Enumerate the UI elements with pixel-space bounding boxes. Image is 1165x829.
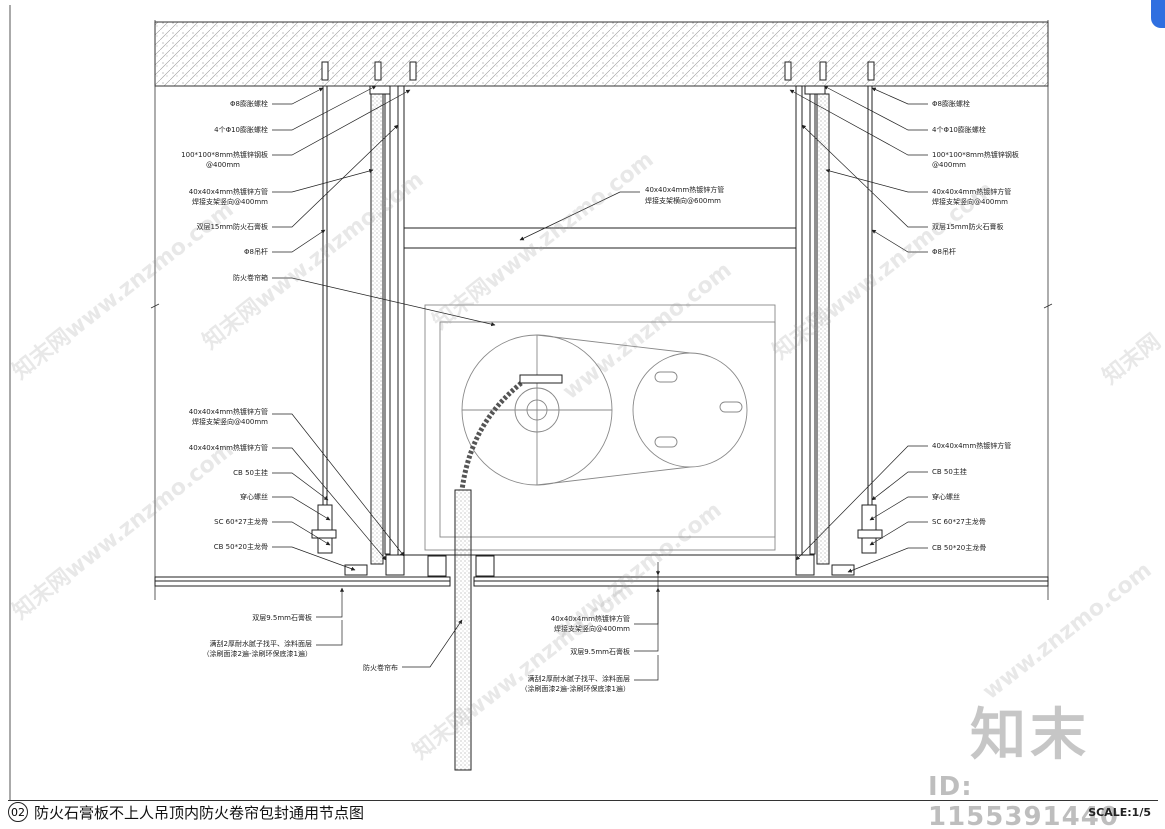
label-l-5: 焊接支架竖向@400mm — [192, 197, 268, 206]
label-l-4: 40x40x4mm热镀锌方管 — [189, 187, 268, 196]
label-r-1: 4个Φ10膨胀螺栓 — [932, 125, 986, 134]
drawing-title: 防火石膏板不上人吊顶内防火卷帘包封通用节点图 — [34, 803, 365, 822]
label-r-10: 穿心螺丝 — [932, 492, 960, 501]
center-top-labels: 40x40x4mm热镀锌方管 焊接支架横向@600mm — [645, 185, 724, 205]
watermark-7: www.znzmo.com — [548, 498, 726, 645]
horizontal-support-tube — [403, 227, 797, 249]
label-l-12: CB 50主挂 — [233, 468, 268, 477]
label-r-7: Φ8吊杆 — [932, 247, 956, 256]
label-l-7: Φ8吊杆 — [244, 247, 268, 256]
label-bc-3: 满刮2厚耐水腻子找平、涂料面层 — [528, 674, 630, 683]
label-bl-0: 双层9.5mm石膏板 — [252, 613, 312, 622]
watermark-id: ID: 1155391440 — [928, 772, 1119, 829]
label-r-12: CB 50*20主龙骨 — [932, 543, 986, 552]
label-r-5: 焊接支架竖向@400mm — [932, 197, 1008, 206]
ceiling-boards — [154, 554, 1049, 587]
title-bar: 02 防火石膏板不上人吊顶内防火卷帘包封通用节点图 — [8, 800, 1158, 823]
curtain-fabric — [454, 374, 563, 771]
label-bc-2: 双层9.5mm石膏板 — [570, 647, 630, 656]
right-wall-assembly — [795, 85, 830, 576]
shutter-box — [424, 304, 776, 551]
concrete-slab — [154, 21, 1049, 87]
label-l-8: 防火卷帘箱 — [233, 273, 268, 282]
label-bc-0: 40x40x4mm热镀锌方管 — [551, 614, 630, 623]
label-r-8: 40x40x4mm热镀锌方管 — [932, 441, 1011, 450]
right-labels: Φ8膨胀螺栓 4个Φ10膨胀螺栓 100*100*8mm热镀锌钢板 @400mm… — [932, 99, 1019, 552]
label-bc-4: （涂刷面漆2遍-涂刷环保底漆1遍） — [521, 684, 630, 693]
left-labels: Φ8膨胀螺栓 4个Φ10膨胀螺栓 100*100*8mm热镀锌钢板 @400mm… — [181, 99, 268, 551]
label-l-14: SC 60*27主龙骨 — [214, 517, 268, 526]
label-l-2: 100*100*8mm热镀锌钢板 — [181, 150, 268, 159]
watermark-3: www.znzmo.com — [558, 258, 736, 405]
label-bl-2: （涂刷面漆2遍-涂刷环保底漆1遍） — [203, 649, 312, 658]
label-r-3: @400mm — [932, 161, 966, 169]
label-r-6: 双层15mm防火石膏板 — [932, 222, 1004, 231]
brand-logo: 知末 — [970, 703, 1090, 768]
label-bl-3: 防火卷帘布 — [363, 663, 398, 672]
label-l-0: Φ8膨胀螺栓 — [230, 99, 268, 108]
label-bl-1: 满刮2厚耐水腻子找平、涂料面层 — [210, 639, 312, 648]
label-l-10: 焊接支架竖向@400mm — [192, 417, 268, 426]
label-r-0: Φ8膨胀螺栓 — [932, 99, 970, 108]
anchor-bolts — [321, 61, 875, 81]
label-r-2: 100*100*8mm热镀锌钢板 — [932, 150, 1019, 159]
drawing-number: 02 — [8, 802, 28, 822]
hanger-rods — [322, 86, 873, 510]
label-l-6: 双层15mm防火石膏板 — [196, 222, 268, 231]
label-l-11: 40x40x4mm热镀锌方管 — [189, 443, 268, 452]
label-l-15: CB 50*20主龙骨 — [214, 542, 268, 551]
label-l-3: @400mm — [206, 161, 240, 169]
label-r-4: 40x40x4mm热镀锌方管 — [932, 187, 1011, 196]
label-l-1: 4个Φ10膨胀螺栓 — [214, 125, 268, 134]
leader-lines — [272, 85, 928, 681]
watermark-0: 知末网www.znzmo.com — [8, 196, 239, 384]
label-r-11: SC 60*27主龙骨 — [932, 517, 986, 526]
watermark-5: 知末网www.znzmo.com — [8, 436, 239, 624]
label-c-1: 焊接支架横向@600mm — [645, 196, 721, 205]
bottom-left-labels: 双层9.5mm石膏板 满刮2厚耐水腻子找平、涂料面层 （涂刷面漆2遍-涂刷环保底… — [203, 613, 398, 672]
label-bc-1: 焊接支架竖向@400mm — [554, 624, 630, 633]
bottom-center-labels: 40x40x4mm热镀锌方管 焊接支架竖向@400mm 双层9.5mm石膏板 满… — [521, 614, 631, 693]
label-r-9: CB 50主挂 — [932, 467, 967, 476]
label-c-0: 40x40x4mm热镀锌方管 — [645, 185, 724, 194]
watermark-8: 知末网 — [1098, 329, 1165, 390]
drawing-scale: SCALE:1/5 — [1088, 806, 1151, 819]
frame — [9, 5, 1053, 800]
label-l-9: 40x40x4mm热镀锌方管 — [189, 407, 268, 416]
left-wall-assembly — [369, 85, 405, 576]
label-l-13: 穿心螺丝 — [240, 492, 268, 501]
corner-app-icon[interactable] — [1151, 0, 1165, 28]
